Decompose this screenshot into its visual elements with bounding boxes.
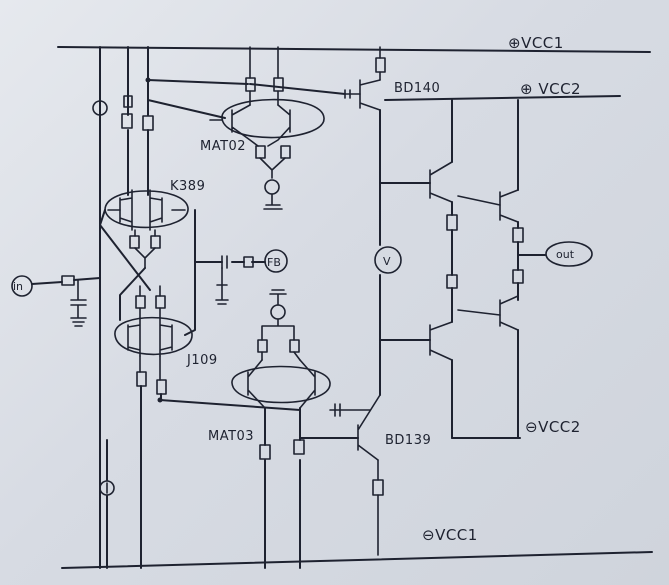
mat02-transistor-pair	[209, 46, 325, 210]
node-dot	[145, 77, 151, 83]
mat03-label: MAT03	[208, 429, 254, 444]
vcc1-positive-rail	[57, 46, 651, 53]
resistor	[123, 95, 133, 108]
j109-label: J109	[186, 353, 218, 368]
resistor	[293, 439, 305, 455]
vcc1-pos-label: ⊕VCC1	[508, 34, 564, 52]
vcc1-negative-rail	[61, 551, 653, 569]
fb-resistor	[243, 256, 254, 268]
out-label: out	[556, 248, 575, 261]
fb-capacitor	[221, 255, 228, 269]
input-terminal: in	[11, 275, 33, 297]
resistor	[156, 379, 167, 395]
current-source-top	[92, 100, 108, 116]
input-resistor	[61, 275, 75, 286]
mat03-transistor-pair	[231, 289, 331, 409]
input-label: in	[13, 280, 23, 293]
bd139-transistor	[329, 394, 384, 556]
cross-wiring	[99, 209, 196, 336]
current-source-bottom	[99, 480, 115, 496]
vbe-label: V	[383, 255, 391, 268]
vcc1-neg-label: ⊖VCC1	[422, 526, 478, 544]
fb-rc-to-ground	[215, 267, 229, 305]
mat02-label: MAT02	[200, 139, 246, 154]
vcc2-neg-label: ⊖VCC2	[525, 418, 581, 436]
resistor	[259, 444, 271, 460]
node-dot	[157, 397, 163, 403]
vcc2-positive-rail	[384, 95, 621, 101]
fb-label: FB	[267, 256, 281, 269]
output-terminal: out	[545, 241, 593, 267]
output-stage	[379, 99, 546, 439]
input-capacitor-to-ground	[70, 279, 87, 327]
bd140-base-wire	[249, 83, 346, 95]
k389-jfet-pair	[104, 189, 189, 269]
bd139-label: BD139	[385, 433, 431, 448]
j109-jfet-pair	[114, 285, 193, 381]
bias-vbe-multiplier: V	[374, 246, 402, 274]
input-wire	[31, 277, 101, 285]
vcc2-pos-label: ⊕ VCC2	[520, 80, 581, 98]
bd140-transistor	[344, 46, 386, 111]
fb-terminal: FB	[264, 249, 288, 273]
mat02-to-jfet-wire	[147, 79, 249, 119]
k389-label: K389	[170, 179, 205, 194]
bd140-label: BD140	[394, 81, 440, 96]
resistor	[121, 113, 133, 129]
mat03-wires	[159, 399, 301, 569]
jfet-bottom-wires	[140, 385, 162, 569]
resistor	[142, 115, 154, 131]
resistor	[136, 371, 147, 387]
